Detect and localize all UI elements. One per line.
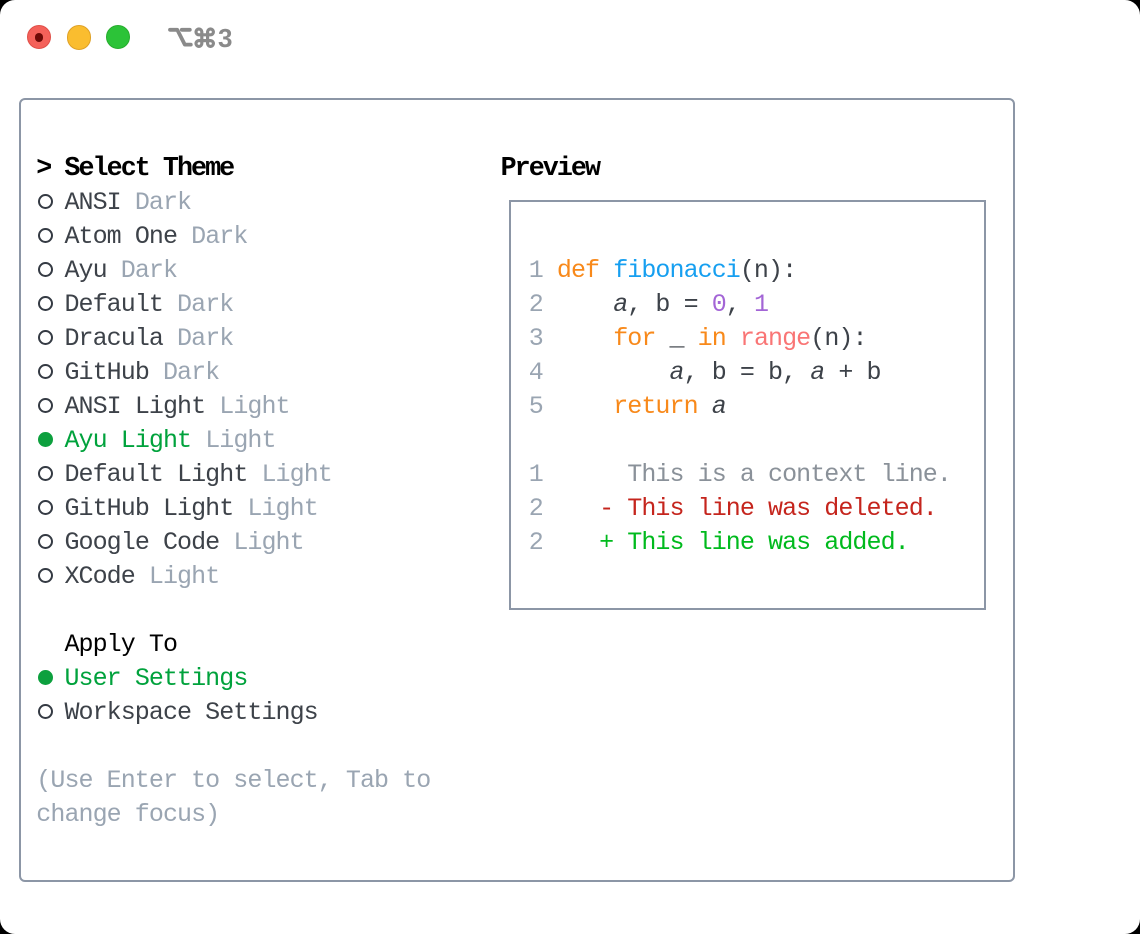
svg-text:3: 3 — [218, 26, 232, 48]
